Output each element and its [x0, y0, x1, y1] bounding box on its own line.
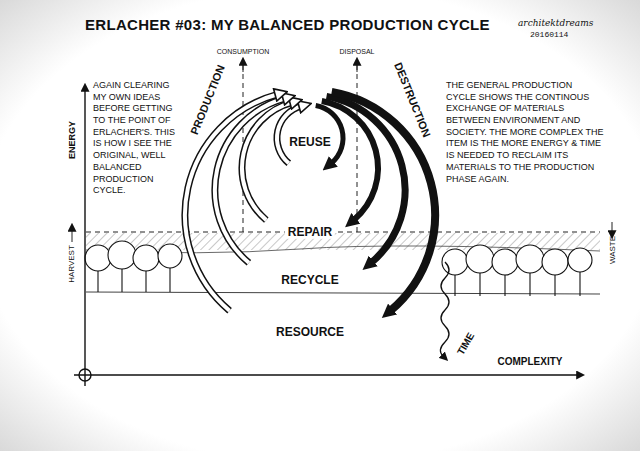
cycle-label: REPAIR	[285, 225, 335, 239]
axis-side-label: HARVEST	[67, 245, 77, 283]
author-signature: architektdreams	[518, 18, 628, 30]
time-arrow	[440, 262, 449, 356]
cycle-label: RESOURCE	[273, 325, 347, 339]
cycle-label: REUSE	[289, 135, 330, 149]
cycle-label: RECYCLE	[278, 273, 341, 287]
axis-label: ENERGY	[67, 121, 78, 159]
axis-side-label: WASTE	[608, 236, 618, 264]
axis-marker-label: DISPOSAL	[339, 48, 374, 56]
axis-label: COMPLEXITY	[497, 356, 562, 368]
time-label: TIME	[455, 331, 477, 358]
intro-note: AGAIN CLEARING MY OWN IDEAS BEFORE GETTI…	[93, 80, 178, 197]
trees	[85, 241, 600, 296]
explanation-note: THE GENERAL PRODUCTION CYCLE SHOWS THE C…	[446, 80, 604, 185]
diagram-title: ERLACHER #03: MY BALANCED PRODUCTION CYC…	[85, 16, 515, 34]
date-stamp: 20160114	[530, 30, 620, 40]
axis-marker-label: CONSUMPTION	[217, 48, 270, 56]
